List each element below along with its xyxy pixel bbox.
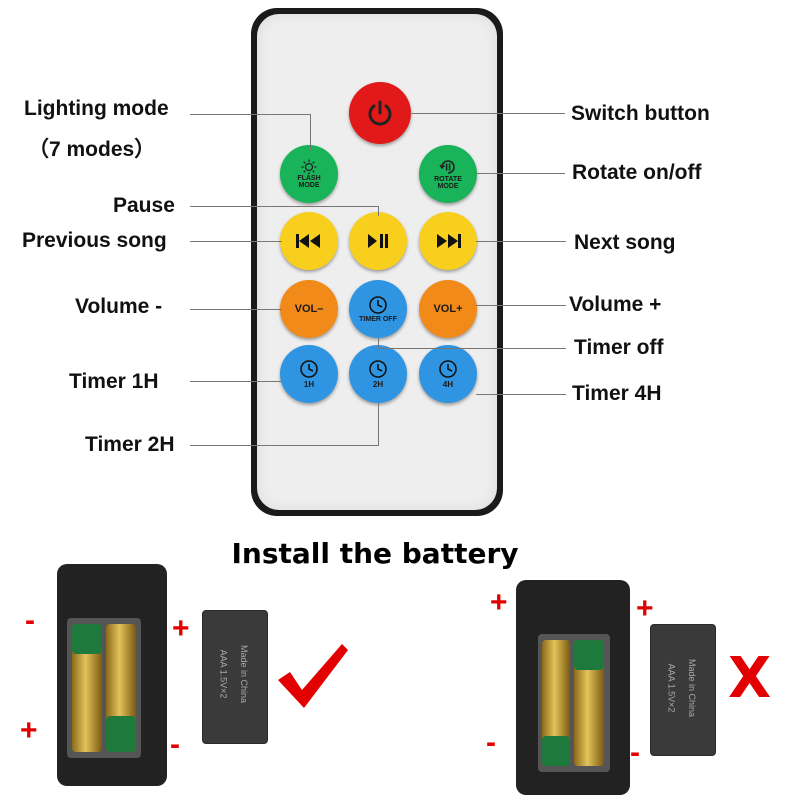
volume-down-label: VOL– — [294, 303, 324, 315]
rotate-mode-label-1: ROTATE — [434, 176, 462, 183]
lid-text-made-in: Made in China — [239, 644, 250, 704]
label-seven-modes: （7 modes） — [28, 138, 156, 161]
sun-icon — [301, 159, 317, 175]
play-pause-button[interactable] — [349, 212, 407, 270]
leader-line-timer-off — [378, 348, 566, 349]
next-song-button[interactable] — [419, 212, 477, 270]
previous-song-button[interactable] — [280, 212, 338, 270]
battery-lid-wrong: AAA 1.5V×2 Made in China — [650, 624, 716, 756]
power-button[interactable] — [349, 82, 411, 144]
previous-track-icon — [296, 234, 320, 248]
label-next-song: Next song — [574, 231, 676, 254]
battery-section-title: Install the battery — [231, 537, 519, 570]
leader-line-timer-off-v — [378, 338, 379, 348]
label-lighting-mode: Lighting mode — [24, 97, 169, 120]
label-volume-minus: Volume - — [75, 295, 163, 318]
label-pause: Pause — [113, 194, 175, 217]
sign-wrong-top-left: + — [490, 586, 508, 619]
timer-off-label: TIMER OFF — [359, 316, 397, 323]
lid-text-aaa-wrong: AAA 1.5V×2 — [666, 663, 677, 713]
battery-wrong-2-band — [574, 640, 604, 670]
leader-line-vol-minus — [190, 309, 282, 310]
volume-down-button[interactable]: VOL– — [280, 280, 338, 338]
timer-1h-button[interactable]: 1H — [280, 345, 338, 403]
label-volume-plus: Volume + — [569, 293, 662, 316]
leader-line-pause-v — [378, 206, 379, 216]
clock-icon — [300, 360, 318, 378]
timer-1h-label: 1H — [303, 380, 315, 389]
battery-correct-1-band — [72, 624, 102, 654]
rotate-mode-label-2: MODE — [437, 183, 459, 190]
battery-correct-2-band — [106, 716, 136, 752]
leader-line-switch — [410, 113, 565, 114]
cross-mark-icon: X — [728, 646, 772, 711]
leader-line-timer-2h-v — [378, 403, 379, 445]
leader-line-vol-plus — [476, 305, 566, 306]
battery-lid-correct: AAA 1.5V×2 Made in China — [202, 610, 268, 744]
label-timer-4h: Timer 4H — [572, 382, 662, 405]
leader-line-timer-2h — [190, 445, 379, 446]
leader-line-next — [476, 241, 566, 242]
label-switch-button: Switch button — [571, 102, 710, 125]
timer-2h-button[interactable]: 2H — [349, 345, 407, 403]
next-track-icon — [437, 234, 461, 248]
leader-line-previous — [190, 241, 282, 242]
clock-icon — [369, 360, 387, 378]
sign-wrong-top-right: + — [636, 592, 654, 625]
leader-line-rotate — [475, 173, 565, 174]
volume-up-label: VOL+ — [433, 303, 463, 315]
volume-up-button[interactable]: VOL+ — [419, 280, 477, 338]
play-pause-icon — [368, 234, 388, 248]
leader-line-timer-1h — [190, 381, 282, 382]
sign-correct-top-right: + — [172, 612, 190, 645]
label-previous-song: Previous song — [22, 229, 167, 252]
battery-wrong-1-band — [542, 736, 570, 766]
label-rotate: Rotate on/off — [572, 161, 702, 184]
pause-rotate-icon — [439, 160, 455, 174]
checkmark-icon — [278, 644, 348, 708]
power-icon — [368, 100, 392, 126]
leader-line-pause — [190, 206, 378, 207]
timer-4h-label: 4H — [442, 380, 454, 389]
leader-line-lighting — [190, 114, 310, 115]
label-timer-1h: Timer 1H — [69, 370, 159, 393]
sign-wrong-bottom-left: - — [486, 726, 496, 759]
timer-off-button[interactable]: TIMER OFF — [349, 280, 407, 338]
flash-mode-label-1: FLASH — [297, 175, 321, 182]
timer-2h-label: 2H — [372, 380, 384, 389]
lid-text-aaa: AAA 1.5V×2 — [218, 649, 229, 699]
sign-correct-bottom-right: - — [170, 728, 180, 761]
sign-correct-top-left: - — [25, 604, 35, 637]
timer-4h-button[interactable]: 4H — [419, 345, 477, 403]
sign-correct-bottom-left: + — [20, 714, 38, 747]
label-timer-off: Timer off — [574, 336, 664, 359]
leader-line-timer-4h — [476, 394, 566, 395]
leader-line-lighting-v — [310, 114, 311, 150]
clock-icon — [369, 296, 387, 314]
label-timer-2h: Timer 2H — [85, 433, 175, 456]
sign-wrong-bottom-right: - — [630, 736, 640, 769]
flash-mode-label-2: MODE — [298, 182, 320, 189]
flash-mode-button[interactable]: FLASH MODE — [280, 145, 338, 203]
clock-icon — [439, 360, 457, 378]
rotate-mode-button[interactable]: ROTATE MODE — [419, 145, 477, 203]
lid-text-made-in-wrong: Made in China — [687, 658, 698, 718]
